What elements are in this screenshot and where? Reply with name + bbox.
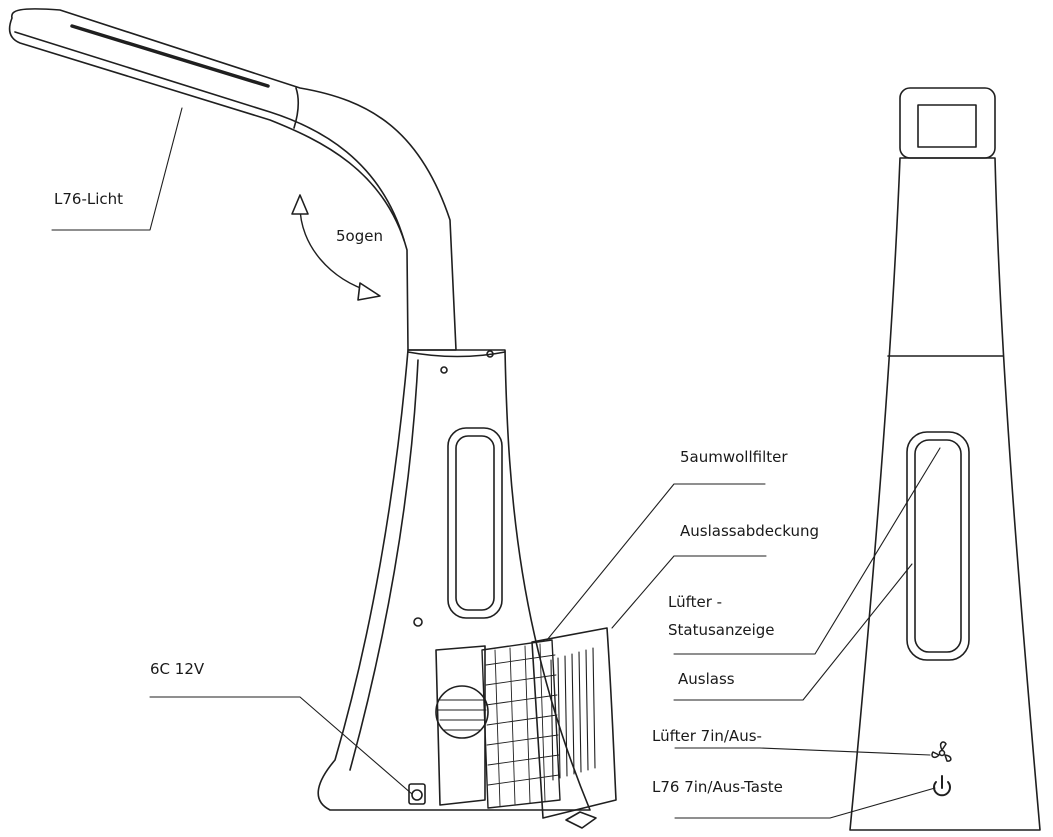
lamp-body-outline bbox=[317, 349, 591, 811]
leader-dc-power bbox=[149, 696, 413, 795]
screw bbox=[440, 366, 448, 374]
side-view-lamp bbox=[8, 8, 617, 829]
outlet-cover-grille bbox=[550, 647, 596, 781]
label-dc-power: 6C 12V bbox=[150, 660, 205, 678]
leader-lines bbox=[51, 107, 941, 819]
rear-body-outline bbox=[849, 157, 1041, 831]
rear-outlet-inner bbox=[914, 439, 962, 653]
fan-wheel-slats bbox=[437, 699, 487, 731]
cotton-filter-texture bbox=[485, 643, 560, 807]
lamp-arm-edge bbox=[14, 31, 405, 241]
power-icon bbox=[933, 775, 951, 797]
outlet-cover bbox=[531, 627, 617, 819]
label-fan-status: Lüfter - Statusanzeige bbox=[668, 592, 775, 640]
fan-wheel bbox=[435, 685, 489, 739]
double-arrow-head-top bbox=[291, 194, 309, 215]
lamp-body-inner-edge bbox=[349, 359, 419, 771]
fan-icon bbox=[931, 741, 952, 762]
side-window bbox=[447, 427, 503, 619]
label-led-light: L76-Licht bbox=[54, 190, 124, 208]
rear-outlet bbox=[906, 431, 970, 661]
label-arc: 5ogen bbox=[336, 227, 383, 245]
lamp-body-seam bbox=[407, 351, 506, 358]
screw bbox=[413, 617, 423, 627]
leader-fan-status bbox=[673, 447, 941, 655]
leader-fan-switch bbox=[674, 747, 931, 756]
label-fan-status-line2: Statusanzeige bbox=[668, 621, 775, 639]
lamp-arm-joint bbox=[293, 87, 299, 129]
cotton-filter bbox=[481, 639, 561, 809]
side-window-inner bbox=[455, 435, 495, 611]
leader-outlet-cover bbox=[611, 555, 767, 629]
rear-head-window bbox=[917, 104, 977, 148]
lamp-arm-outline bbox=[8, 8, 457, 351]
double-arrow-head-bottom bbox=[357, 282, 381, 301]
label-fan-status-line1: Lüfter - bbox=[668, 593, 723, 611]
leader-led-switch bbox=[674, 787, 936, 819]
dc-jack-icon bbox=[411, 789, 423, 801]
fan-housing bbox=[435, 645, 486, 806]
leader-outlet bbox=[673, 563, 913, 701]
label-cotton-filter: 5aumwollfilter bbox=[680, 448, 788, 466]
label-outlet: Auslass bbox=[678, 670, 735, 688]
double-arrow-icon bbox=[299, 205, 373, 293]
leader-led-light bbox=[51, 107, 183, 231]
leader-cotton-filter bbox=[546, 483, 766, 641]
screw bbox=[486, 350, 494, 358]
dc-jack-plate bbox=[408, 783, 426, 805]
led-light-strip bbox=[70, 24, 270, 88]
slide-arrow-icon bbox=[565, 811, 597, 829]
rear-view-lamp bbox=[849, 87, 1041, 831]
label-outlet-cover: Auslassabdeckung bbox=[680, 522, 820, 540]
label-fan-switch: Lüfter 7in/Aus- bbox=[652, 727, 762, 745]
label-led-switch: L76 7in/Aus-Taste bbox=[652, 778, 783, 796]
